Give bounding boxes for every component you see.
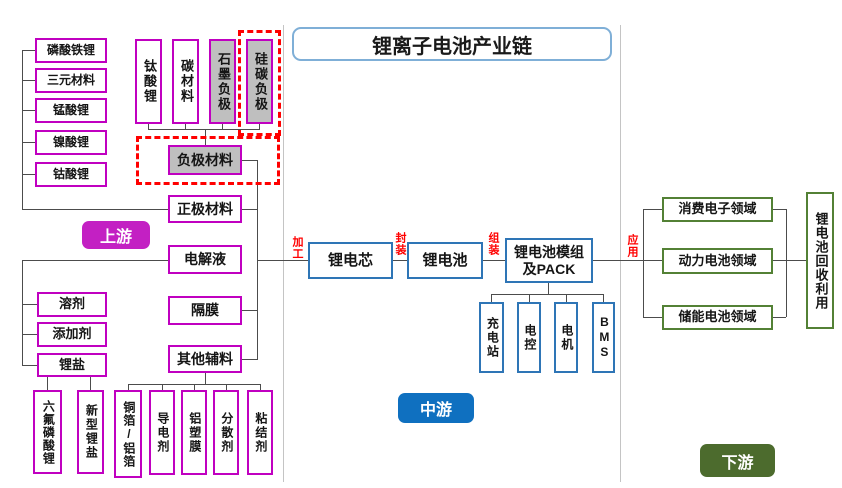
- connector-line: [205, 373, 206, 384]
- connector-line: [242, 359, 258, 360]
- connector-line: [22, 174, 35, 175]
- connector-line: [242, 160, 258, 161]
- connector-line: [90, 377, 91, 390]
- connector-line: [566, 294, 567, 302]
- node-lithium-iron-phosphate: 磷酸铁锂: [35, 38, 107, 63]
- node-battery-recycling: 锂电池回收利用: [806, 192, 834, 329]
- node-silicon-carbon-anode: 硅碳负极: [246, 39, 273, 124]
- node-ternary-material: 三元材料: [35, 68, 107, 93]
- node-solvent: 溶剂: [37, 292, 107, 317]
- connector-line: [242, 310, 258, 311]
- connector-line: [22, 365, 37, 366]
- node-lithium-cobaltate: 钴酸锂: [35, 162, 107, 187]
- node-battery: 锂电池: [407, 242, 483, 279]
- connector-line: [148, 124, 149, 129]
- process-label-packaging: 封装: [394, 232, 406, 256]
- node-copper-aluminum-foil: 铜箔/铝箔: [114, 390, 142, 478]
- downstream-label: 下游: [700, 444, 775, 477]
- node-separator: 隔膜: [168, 296, 242, 325]
- node-binder: 粘结剂: [247, 390, 273, 475]
- node-power-battery: 动力电池领域: [662, 248, 773, 274]
- connector-line: [643, 209, 644, 317]
- page-title: 锂离子电池产业链: [292, 27, 612, 61]
- node-cathode-material: 正极材料: [168, 195, 242, 223]
- node-bms: BMS: [592, 302, 615, 373]
- connector-line: [242, 209, 258, 210]
- connector-line: [22, 334, 37, 335]
- process-label-processing: 加工: [291, 236, 303, 260]
- connector-line: [483, 260, 505, 261]
- connector-line: [593, 260, 662, 261]
- connector-line: [22, 50, 35, 51]
- node-energy-storage: 储能电池领域: [662, 305, 773, 330]
- connector-line: [22, 260, 168, 261]
- midstream-label: 中游: [398, 393, 474, 423]
- connector-line: [643, 317, 662, 318]
- node-anode-material: 负极材料: [168, 145, 242, 175]
- connector-line: [603, 294, 604, 302]
- connector-line: [226, 384, 227, 390]
- node-charging-station: 充电站: [479, 302, 504, 373]
- node-additive: 添加剂: [37, 322, 107, 347]
- connector-line: [773, 209, 786, 210]
- connector-line: [393, 260, 407, 261]
- connector-line: [786, 209, 787, 317]
- node-lithium-nickelate: 镍酸锂: [35, 130, 107, 155]
- connector-line: [491, 294, 603, 295]
- node-lithium-titanate: 钛酸锂: [135, 39, 162, 124]
- connector-line: [257, 260, 308, 261]
- node-aluminum-plastic-film: 铝塑膜: [181, 390, 207, 475]
- connector-line: [22, 260, 23, 365]
- section-divider: [283, 25, 284, 482]
- node-carbon-material: 碳材料: [172, 39, 199, 124]
- connector-line: [773, 317, 786, 318]
- node-lipf6: 六氟磷酸锂: [33, 390, 62, 474]
- connector-line: [185, 124, 186, 129]
- node-graphite-anode: 石墨负极: [209, 39, 236, 124]
- node-conductive-agent: 导电剂: [149, 390, 175, 475]
- connector-line: [22, 209, 168, 210]
- node-lithium-manganate: 锰酸锂: [35, 98, 107, 123]
- connector-line: [260, 384, 261, 390]
- connector-line: [47, 377, 48, 390]
- node-lithium-salt: 锂盐: [37, 353, 107, 377]
- node-battery-cell: 锂电芯: [308, 242, 393, 279]
- connector-line: [643, 209, 662, 210]
- highlight-dashed-box: [238, 30, 281, 136]
- node-battery-module-pack: 锂电池模组及PACK: [505, 238, 593, 283]
- connector-line: [491, 294, 492, 302]
- upstream-label: 上游: [82, 221, 150, 249]
- connector-line: [529, 294, 530, 302]
- connector-line: [148, 129, 260, 130]
- connector-line: [222, 124, 223, 129]
- connector-line: [22, 80, 35, 81]
- node-other-auxiliary: 其他辅料: [168, 345, 242, 373]
- section-divider: [620, 25, 621, 482]
- connector-line: [22, 304, 37, 305]
- node-consumer-electronics: 消费电子领域: [662, 197, 773, 222]
- highlight-dashed-box: [136, 136, 280, 185]
- process-label-application: 应用: [626, 234, 638, 258]
- node-electric-motor: 电机: [554, 302, 578, 373]
- node-electric-control: 电控: [517, 302, 541, 373]
- connector-line: [259, 124, 260, 129]
- connector-line: [22, 110, 35, 111]
- node-electrolyte: 电解液: [168, 245, 242, 274]
- connector-line: [162, 384, 163, 390]
- connector-line: [128, 384, 129, 390]
- process-label-assembly: 组装: [487, 232, 499, 256]
- node-dispersant: 分散剂: [213, 390, 239, 475]
- connector-line: [22, 142, 35, 143]
- connector-line: [22, 50, 23, 210]
- connector-line: [548, 283, 549, 294]
- connector-line: [773, 260, 806, 261]
- node-new-lithium-salt: 新型锂盐: [77, 390, 104, 474]
- connector-line: [194, 384, 195, 390]
